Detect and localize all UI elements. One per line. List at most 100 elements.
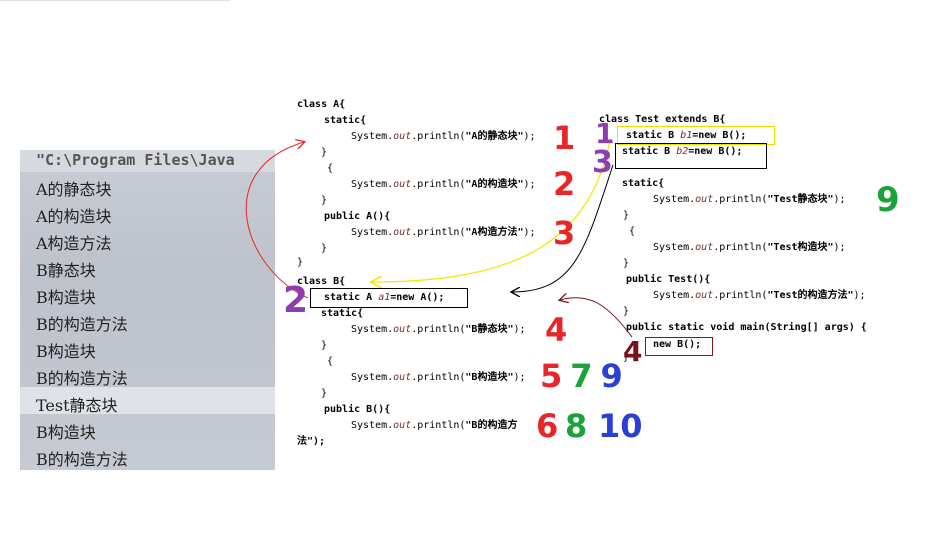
code-text: );: [833, 194, 846, 205]
code-text: );: [833, 242, 846, 253]
code-line: public A(){: [324, 211, 390, 223]
code-text: "B静态块": [465, 324, 514, 335]
code-line: }: [623, 258, 629, 270]
code-line: }: [321, 340, 327, 352]
code-line: }: [623, 210, 629, 222]
code-text: );: [523, 227, 536, 238]
annotation-num: 10: [598, 407, 643, 445]
console-line: B静态块: [36, 261, 96, 280]
console-line: B的构造方法: [36, 315, 128, 334]
code-text: );: [513, 324, 526, 335]
console-line: A的构造块: [36, 207, 112, 226]
annotation-digit: 9: [600, 357, 625, 395]
code-text: }: [321, 147, 328, 158]
code-line: static B b1=new B();: [626, 130, 746, 142]
code-text: public static void main(String[] args) {: [626, 322, 867, 333]
code-text: .println(: [411, 372, 466, 383]
console-line: B构造块: [36, 342, 96, 361]
code-text: static{: [324, 115, 367, 126]
console-line: A构造方法: [36, 234, 112, 253]
code-text: System.: [653, 290, 696, 301]
annotation-num: 6: [536, 407, 559, 445]
code-text: class Test extends B{: [599, 114, 726, 125]
code-text: );: [523, 179, 536, 190]
code-line: {: [327, 356, 333, 368]
code-text: out: [393, 179, 412, 190]
code-text: }: [321, 243, 328, 254]
code-text: out: [695, 290, 714, 301]
code-text: static B: [622, 146, 677, 157]
code-text: out: [393, 420, 412, 431]
code-text: class B{: [297, 276, 346, 287]
code-text: new B();: [653, 339, 702, 350]
code-text: static A: [324, 292, 379, 303]
code-text: }: [321, 340, 328, 351]
code-text: b1: [680, 130, 693, 141]
code-line: {: [327, 163, 333, 175]
top-divider: [0, 0, 230, 1]
test-static-b2-box: [615, 143, 767, 169]
code-text: out: [393, 131, 412, 142]
code-text: System.: [351, 420, 394, 431]
console-line: Test静态块: [36, 396, 118, 415]
code-text: static{: [622, 178, 665, 189]
annotation-num: 3: [553, 214, 576, 252]
code-text: {: [629, 226, 636, 237]
annotation-num: 1: [553, 119, 576, 157]
b-static-a1-box: [310, 288, 468, 308]
code-text: .println(: [411, 131, 466, 142]
code-text: .println(: [411, 179, 466, 190]
arrow-main-to-b: [560, 298, 633, 338]
console-output: "C:\Program Files\Java A的静态块 A的构造块 A构造方法…: [20, 150, 275, 470]
code-text: .println(: [411, 420, 466, 431]
code-text: class A{: [297, 99, 346, 110]
main-new-b-box: [645, 337, 713, 356]
code-line: }: [321, 388, 327, 400]
code-text: 法");: [297, 436, 326, 447]
code-line: class Test extends B{: [599, 114, 725, 126]
code-line: }: [297, 257, 303, 269]
code-text: b2: [676, 146, 689, 157]
code-line: }: [623, 306, 629, 318]
code-line: System.out.println("B静态块");: [351, 324, 526, 336]
code-text: }: [297, 257, 304, 268]
code-text: "Test静态块": [767, 194, 834, 205]
code-text: out: [393, 372, 412, 383]
code-line: static{: [324, 115, 366, 127]
annotation-num: 9: [876, 180, 900, 220]
annotation-num: 3: [592, 145, 613, 180]
code-text: );: [853, 290, 866, 301]
code-line: new B();: [653, 339, 701, 351]
code-line: System.out.println("A构造方法");: [351, 227, 536, 239]
code-line: System.out.println("Test的构造方法");: [653, 290, 866, 302]
code-line: }: [321, 243, 327, 255]
code-text: public A(){: [324, 211, 391, 222]
code-line: class B{: [297, 276, 345, 288]
console-command-bar: "C:\Program Files\Java: [20, 150, 275, 172]
console-line: B构造块: [36, 423, 96, 442]
code-text: System.: [351, 227, 394, 238]
annotation-num: 2: [283, 280, 309, 321]
code-text: out: [393, 324, 412, 335]
code-line: System.out.println("A的构造块");: [351, 179, 536, 191]
code-line: static B b2=new B();: [622, 146, 742, 158]
code-line: public B(){: [324, 404, 390, 416]
code-line: {: [629, 226, 635, 238]
code-line: System.out.println("Test静态块");: [653, 194, 846, 206]
code-text: public Test(){: [626, 274, 711, 285]
console-line: B的构造方法: [36, 369, 128, 388]
class-test-code: class Test extends B{ static B b1=new B(…: [599, 114, 867, 363]
code-text: .println(: [411, 324, 466, 335]
code-text: =new B();: [692, 130, 747, 141]
code-text: "A的构造块": [465, 179, 524, 190]
code-text: System.: [351, 179, 394, 190]
code-line: public static void main(String[] args) {: [626, 322, 867, 334]
code-text: System.: [653, 194, 696, 205]
console-command: "C:\Program Files\Java: [36, 151, 235, 169]
code-text: .println(: [713, 194, 768, 205]
code-text: out: [393, 227, 412, 238]
arrow-b2-to-b: [512, 164, 614, 292]
